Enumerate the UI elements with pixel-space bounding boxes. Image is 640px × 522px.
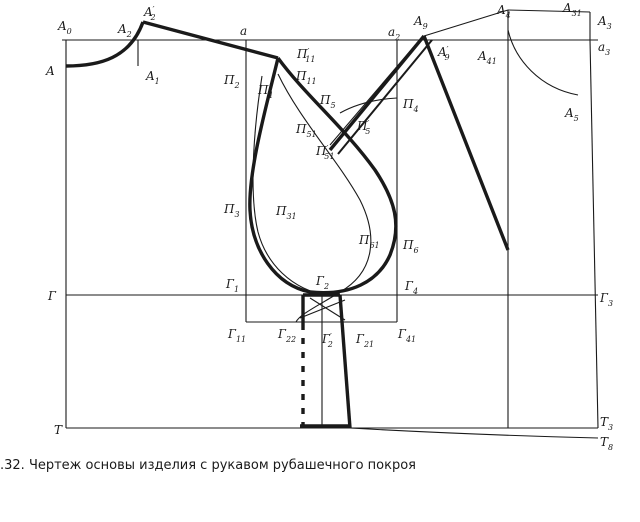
label-T8: Т8 (600, 435, 613, 452)
label-A9p: A′9 (437, 45, 450, 62)
label-A41: A41 (477, 49, 497, 66)
point-labels: A0 A′2 A2 A A1 a a2 A9 A′9 A4 A31 A3 a3 … (45, 1, 613, 452)
figure-caption: .32. Чертеж основы изделия с рукавом руб… (0, 458, 416, 473)
label-A1: A1 (145, 69, 160, 86)
label-P11: П11 (295, 69, 317, 86)
label-A2p: A′2 (143, 5, 156, 22)
contour-lines (65, 9, 591, 429)
label-A9: A9 (413, 14, 428, 31)
label-P2: П2 (223, 73, 240, 90)
label-A5: A5 (564, 106, 579, 123)
label-G: Г (47, 289, 57, 303)
label-P51p: П′51 (315, 144, 334, 161)
label-P31: П31 (275, 204, 297, 221)
label-G22: Г22 (277, 327, 296, 344)
label-P6: П6 (402, 238, 419, 255)
label-G2p: Г′2 (321, 332, 333, 349)
label-P1: П1 (257, 83, 274, 100)
label-G21: Г21 (355, 332, 374, 349)
label-T3: Т3 (600, 415, 613, 432)
label-P61: П61 (358, 233, 380, 250)
label-G11: Г11 (227, 327, 246, 344)
label-a: a (240, 24, 247, 38)
label-T: Т (54, 423, 63, 437)
label-G1: Г1 (225, 277, 239, 294)
label-A2: A2 (117, 22, 132, 39)
label-a2: a2 (388, 25, 400, 42)
label-G3: Г3 (599, 291, 613, 308)
label-P11p: П′11 (296, 47, 315, 64)
label-P4: П4 (402, 97, 419, 114)
label-G4: Г4 (404, 279, 418, 296)
label-P3: П3 (223, 202, 240, 219)
label-G41: Г41 (397, 327, 416, 344)
construction-lines (62, 10, 599, 439)
label-A4: A4 (496, 3, 511, 20)
label-A3: A3 (597, 14, 612, 31)
label-P5: П5 (319, 93, 336, 110)
label-P51: П51 (295, 122, 317, 139)
label-a3: a3 (598, 40, 610, 57)
label-G2: Г2 (315, 274, 329, 291)
label-A: A (45, 64, 55, 78)
label-P5p: П′5 (356, 119, 370, 136)
label-A31: A31 (562, 1, 582, 18)
label-A0: A0 (57, 19, 72, 36)
